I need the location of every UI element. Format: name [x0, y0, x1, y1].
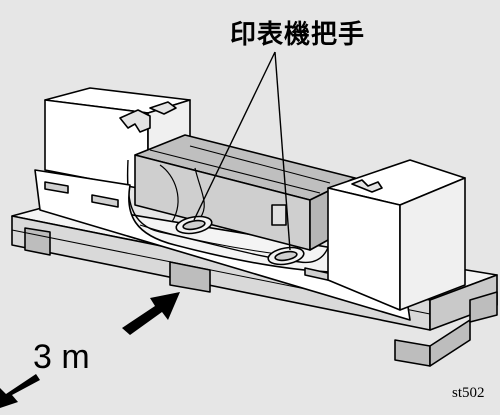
callout-lines — [193, 51, 291, 251]
right-foam-block — [327, 159, 466, 311]
figure-id: st502 — [452, 385, 485, 401]
arrow-left-down-icon — [0, 374, 40, 408]
handle-callout-label: 印表機把手 — [230, 20, 366, 50]
printer-handles — [175, 215, 305, 266]
distance-label: 3 m — [33, 338, 90, 376]
arrow-right-up-icon — [122, 292, 180, 335]
